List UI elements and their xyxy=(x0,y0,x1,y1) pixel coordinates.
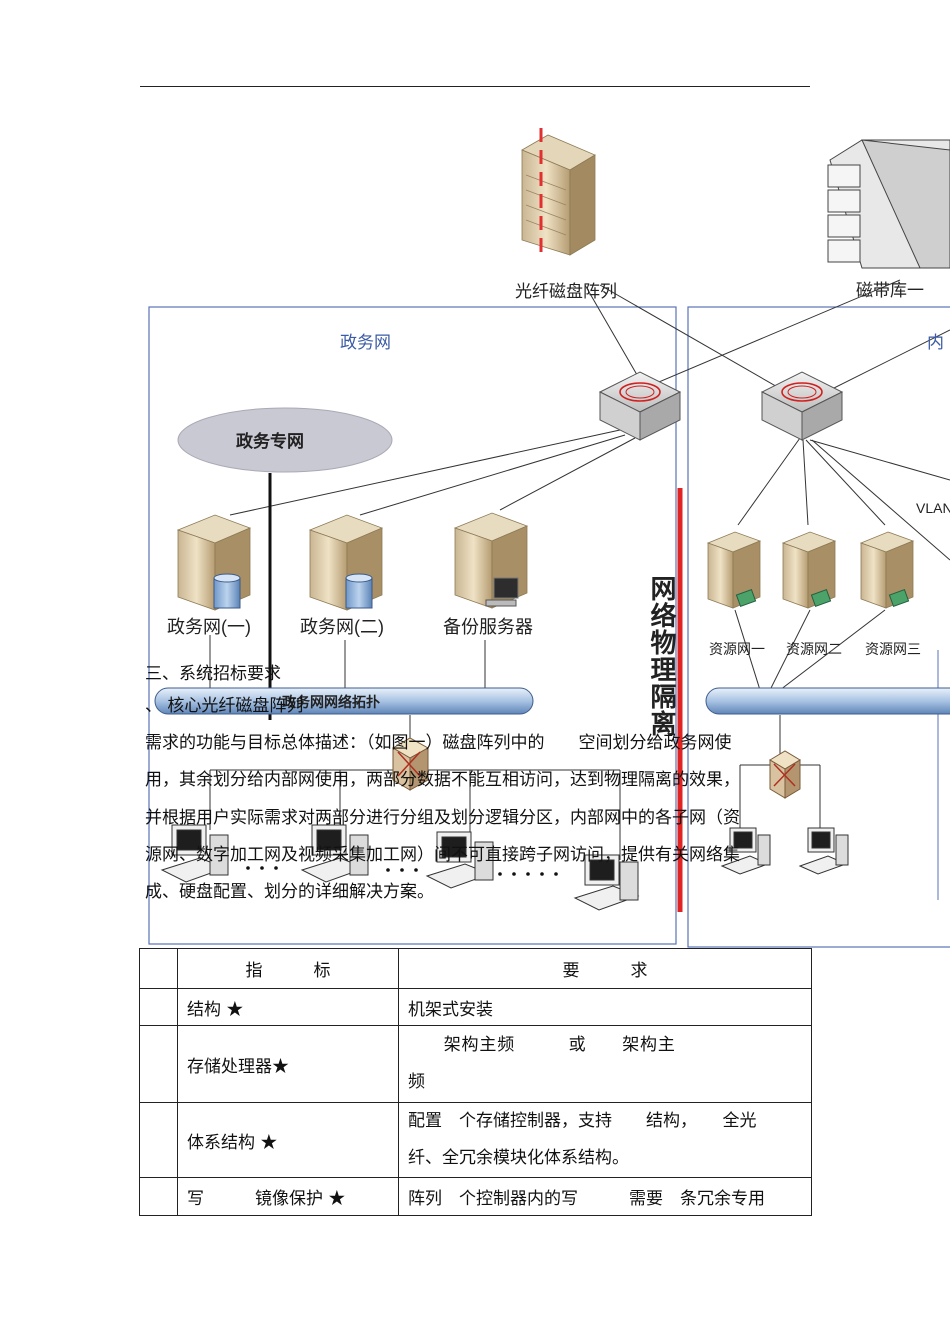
table-row: 结构 ★ 机架式安装 xyxy=(139,988,812,1026)
gov-network-title: 政务网 xyxy=(340,333,391,352)
workstation-icon xyxy=(160,824,229,883)
tape-library-icon xyxy=(827,139,950,269)
row-requirement-cell: 配置 个存储控制器，支持 结构， 全光 纤、全冗余模块化体系结构。 xyxy=(398,1102,812,1178)
requirements-table: 指 标 要 求 结构 ★ 机架式安装 存储处理器★ 架构主频 或 架构主 频 体… xyxy=(139,948,812,1216)
connection-lines xyxy=(209,279,950,860)
table-row: 存储处理器★ 架构主频 或 架构主 频 xyxy=(139,1025,812,1103)
workstation-icon xyxy=(573,854,640,911)
row-name: 存储处理器★ xyxy=(177,1025,399,1103)
table-cell xyxy=(139,988,178,1026)
resource-server-1-icon xyxy=(706,531,762,609)
server-gov1-icon xyxy=(176,514,252,611)
inner-topology-bar xyxy=(705,687,950,715)
row-requirement-line: 架构主频 或 架构主 xyxy=(408,1035,676,1055)
server-gov1-label: 政务网(一) xyxy=(167,617,251,637)
para-line: 并根据用户实际需求对两部分进行分组及划分逻辑分区，内部网中的各子网（资 xyxy=(145,808,740,828)
row-name: 写 镜像保护 ★ xyxy=(177,1177,399,1216)
fiber-array-label: 光纤磁盘阵列 xyxy=(515,282,617,301)
vlan-label: VLAN xyxy=(916,500,950,516)
table-row: 写 镜像保护 ★ 阵列 个控制器内的写 需要 条冗余专用 xyxy=(139,1177,812,1216)
header-requirement: 要 求 xyxy=(398,948,812,989)
workstation-icon xyxy=(720,827,771,875)
row-name: 结构 ★ xyxy=(177,988,399,1026)
workstation-icon xyxy=(425,831,494,889)
section-subheading: 、 核心光纤磁盘阵列 xyxy=(145,696,304,716)
backup-server-label: 备份服务器 xyxy=(443,617,533,637)
row-requirement: 机架式安装 xyxy=(398,988,812,1026)
header-indicator: 指 标 xyxy=(177,948,399,989)
row-requirement: 阵列 个控制器内的写 需要 条冗余专用 xyxy=(398,1177,812,1216)
core-switch-right-icon xyxy=(760,371,844,441)
para-line: 源网、数字加工网及视频采集加工网）间不可直接跨子网访问，提供有关网络集 xyxy=(145,845,740,865)
server-gov2-label: 政务网(二) xyxy=(300,617,384,637)
inner-network-title: 内 xyxy=(927,333,944,352)
network-diagram: 光纤磁盘阵列 磁带库一 政务网 内 政务专网 xyxy=(148,128,950,948)
physical-isolation-label: 网络物理隔离 xyxy=(647,575,677,737)
resource-net-1-label: 资源网一 xyxy=(709,641,765,657)
server-gov2-icon xyxy=(308,514,384,611)
access-switch-inner-icon xyxy=(769,750,801,799)
row-name: 体系结构 ★ xyxy=(177,1102,399,1178)
table-cell xyxy=(139,1025,178,1103)
resource-net-2-label: 资源网二 xyxy=(786,641,842,657)
inner-network-zone xyxy=(687,306,950,948)
table-cell xyxy=(139,948,178,989)
backup-server-icon xyxy=(453,512,529,609)
row-requirement-line: 纤、全冗余模块化体系结构。 xyxy=(408,1148,629,1168)
header-rule xyxy=(140,86,810,87)
table-row: 体系结构 ★ 配置 个存储控制器，支持 结构， 全光 纤、全冗余模块化体系结构。 xyxy=(139,1102,812,1178)
table-cell xyxy=(139,1102,178,1178)
tape-library-label: 磁带库一 xyxy=(856,281,924,300)
row-requirement-line: 频 xyxy=(408,1072,425,1092)
core-switch-left-icon xyxy=(598,371,682,441)
para-line: 成、硬盘配置、划分的详细解决方案。 xyxy=(145,882,434,902)
gov-topology-label: 政务网网络拓扑 xyxy=(282,694,380,710)
resource-server-2-icon xyxy=(781,531,837,609)
resource-server-3-icon xyxy=(859,531,915,609)
resource-net-3-label: 资源网三 xyxy=(865,641,921,657)
para-line: 用，其余划分给内部网使用，两部分数据不能互相访问，达到物理隔离的效果， xyxy=(145,770,740,790)
gov-private-network-label: 政务专网 xyxy=(236,431,304,451)
row-requirement-cell: 架构主频 或 架构主 频 xyxy=(398,1025,812,1103)
fiber-disk-array-icon xyxy=(521,128,596,260)
workstation-icon xyxy=(300,824,369,883)
gov-topology-bar xyxy=(154,687,534,715)
row-requirement-line: 配置 个存储控制器，支持 结构， 全光 xyxy=(408,1111,757,1131)
access-switch-gov-icon xyxy=(392,737,430,791)
section-heading: 三、系统招标要求 xyxy=(145,664,281,684)
table-header-row: 指 标 要 求 xyxy=(139,948,812,989)
gov-network-zone xyxy=(148,306,677,945)
gov-private-network-cloud xyxy=(177,407,393,473)
workstation-icon xyxy=(798,827,849,875)
para-line: 需求的功能与目标总体描述：（如图一）磁盘阵列中的 空间划分给政务网使 xyxy=(145,733,732,753)
table-cell xyxy=(139,1177,178,1216)
